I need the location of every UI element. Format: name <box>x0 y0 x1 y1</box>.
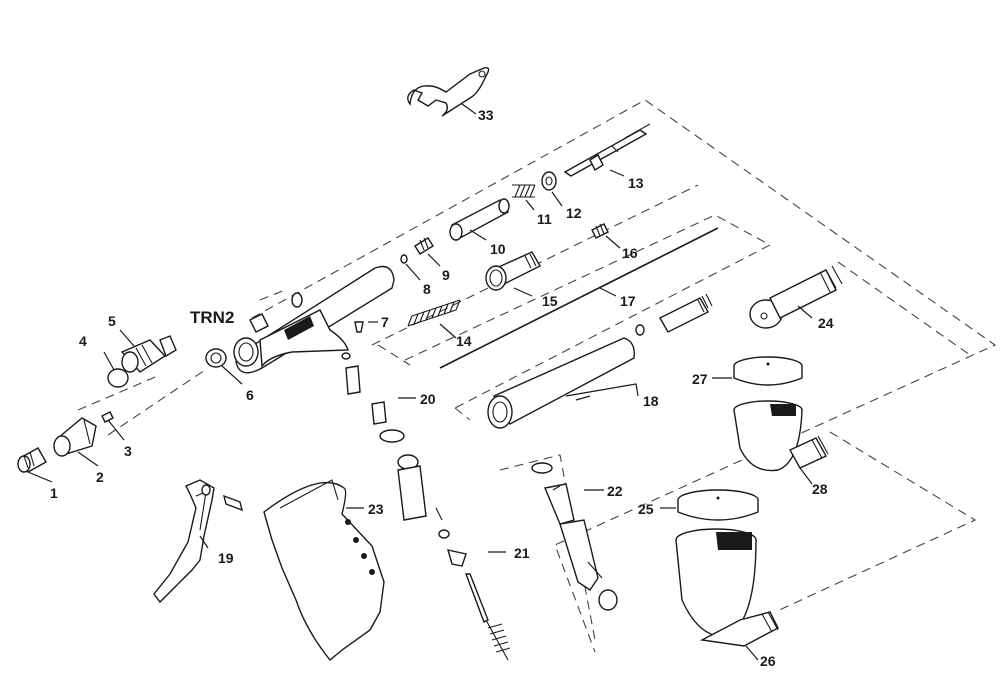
callout-9: 9 <box>442 267 450 283</box>
part-8-o-ring <box>400 254 408 264</box>
part-27-small-lid <box>733 356 803 386</box>
callout-3: 3 <box>124 443 132 459</box>
callout-19: 19 <box>218 550 234 566</box>
callout-23: 23 <box>368 501 384 517</box>
part-9-fitting <box>414 237 434 255</box>
part-16-nozzle <box>591 223 609 239</box>
callout-28: 28 <box>812 481 828 497</box>
part-4-o-ring <box>107 368 129 388</box>
part-21-valve <box>397 454 511 661</box>
callout-14: 14 <box>456 333 472 349</box>
part-10-spring-guide <box>449 198 510 241</box>
part-1-crown-cap <box>17 447 47 473</box>
part-33-wrench <box>407 66 490 117</box>
part-18-fittings <box>635 293 713 336</box>
callout-17: 17 <box>620 293 636 309</box>
part-23-handle <box>263 479 385 661</box>
part-20-stem <box>341 352 405 443</box>
part-12-nut <box>541 171 557 191</box>
airbrush-body <box>233 265 395 374</box>
callout-10: 10 <box>490 241 506 257</box>
part-24-adapter <box>749 265 843 329</box>
callout-5: 5 <box>108 313 116 329</box>
part-17-needle <box>439 227 719 369</box>
callout-21: 21 <box>514 545 530 561</box>
callout-27: 27 <box>692 371 708 387</box>
callout-11: 11 <box>537 211 552 227</box>
part-18-tube <box>487 337 635 429</box>
callout-1: 1 <box>50 485 58 501</box>
callout-22: 22 <box>607 483 623 499</box>
callout-15: 15 <box>542 293 558 309</box>
callout-leaders <box>27 103 813 661</box>
part-19-trigger <box>153 479 244 604</box>
part-13-needle-guide <box>563 123 651 177</box>
callout-8: 8 <box>423 281 431 297</box>
part-22-side-adapter <box>531 462 618 611</box>
part-26-large-cup <box>675 528 779 647</box>
part-6-washer <box>205 348 227 368</box>
callout-2: 2 <box>96 469 104 485</box>
part-14-spring <box>407 299 461 327</box>
part-2-nozzle-cap <box>53 417 97 457</box>
callout-4: 4 <box>79 333 87 349</box>
callout-18: 18 <box>643 393 659 409</box>
callout-7: 7 <box>381 314 389 330</box>
callout-25: 25 <box>638 501 654 517</box>
callout-24: 24 <box>818 315 834 331</box>
part-7-screw <box>354 321 364 333</box>
part-5-head <box>120 335 177 373</box>
assembly-guide-lines <box>77 99 997 653</box>
callout-13: 13 <box>628 175 644 191</box>
part-11-spring <box>512 184 536 198</box>
callout-16: 16 <box>622 245 638 261</box>
part-25-large-lid <box>677 489 759 521</box>
part-15-adapter <box>485 251 541 291</box>
callout-20: 20 <box>420 391 436 407</box>
callout-12: 12 <box>566 205 582 221</box>
part-3-fitting <box>101 411 114 423</box>
callout-6: 6 <box>246 387 254 403</box>
callout-33: 33 <box>478 107 494 123</box>
callout-26: 26 <box>760 653 776 669</box>
model-label: TRN2 <box>190 308 234 327</box>
part-28-small-cup <box>733 400 829 472</box>
